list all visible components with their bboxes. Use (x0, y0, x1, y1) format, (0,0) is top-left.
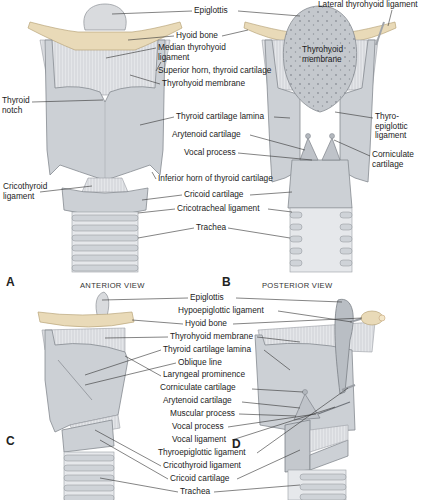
lateral-larynx (38, 292, 134, 500)
part-label: Cricoid cartilage (170, 474, 229, 484)
part-label: Corniculate cartilage (160, 383, 236, 393)
trachea-rings (300, 474, 346, 500)
cricoid-shape (288, 160, 352, 208)
ligament-shape (310, 425, 348, 452)
part-label: Trachea (180, 487, 210, 497)
trachea-shape (290, 208, 352, 272)
trachea-rings (72, 215, 138, 271)
cricoid-shape (62, 188, 148, 215)
ligament-shape (376, 22, 384, 45)
part-label: Vocal process (184, 148, 236, 158)
panel-letter: D (232, 438, 241, 452)
part-label: Thyrohyoid membrane (302, 45, 352, 64)
trachea-shape (72, 212, 138, 272)
part-label: Trachea (196, 223, 226, 233)
ligament-shape (342, 385, 355, 390)
hyoid-shape (38, 312, 134, 327)
part-label: Cricotracheal ligament (177, 204, 260, 214)
part-label: Epiglottis (194, 6, 228, 16)
part-label: Arytenoid cartilage (163, 396, 232, 406)
oblique-ridge (58, 360, 92, 400)
panel-letter: A (6, 276, 15, 290)
corniculate-shape (330, 134, 335, 139)
epiglottis-shape (283, 6, 356, 112)
part-label: Vocal process (172, 422, 224, 432)
part-label: Vocal ligament (172, 435, 226, 445)
part-label: Thyroid cartilage lamina (176, 112, 264, 122)
part-label: Thyro- epiglottic ligament (375, 112, 421, 141)
midline (105, 102, 106, 178)
part-label: Laryngeal prominence (163, 370, 245, 380)
trachea-rings (64, 455, 114, 500)
part-label: Cricoid cartilage (184, 190, 243, 200)
part-label: Thyroid notch (2, 96, 37, 115)
epiglottis-shape (335, 299, 353, 394)
vocal-cord (318, 402, 350, 414)
sagittal-larynx (255, 299, 385, 500)
thyroid-shape (45, 40, 165, 180)
view-title: ANTERIOR VIEW (80, 282, 145, 291)
part-label: Hyoid bone (176, 31, 218, 41)
leader-lines (32, 10, 392, 492)
part-label: Superior horn, thyroid cartilage (158, 66, 271, 76)
arytenoid-shape (300, 138, 318, 160)
part-label: Hypoepiglottic ligament (178, 306, 264, 316)
part-label: Thyrohyoid membrane (162, 79, 245, 89)
part-label: Cricothyroid ligament (3, 182, 51, 201)
part-label: Arytenoid cartilage (172, 130, 241, 140)
view-title: POSTERIOR VIEW (262, 282, 332, 291)
part-label: Oblique line (178, 358, 222, 368)
part-label: Epiglottis (190, 293, 224, 303)
cricoid-shape (285, 420, 310, 472)
part-label: Hyoid bone (185, 319, 227, 329)
part-label: Lateral thyrohyoid ligament (318, 0, 418, 10)
trachea-shape (64, 452, 114, 500)
part-label: Corniculate cartilage (372, 150, 422, 169)
part-label: Cricothyroid ligament (163, 461, 241, 471)
epiglottis-shape (84, 4, 126, 30)
hyoid-shape (379, 315, 385, 321)
part-label: Muscular process (170, 409, 235, 419)
corniculate-shape (303, 390, 308, 395)
part-label: Thyrohyoid membrane (170, 332, 253, 342)
ligament-shape (82, 178, 128, 192)
part-label: Thyroid cartilage lamina (163, 345, 251, 355)
corniculate-shape (306, 134, 311, 139)
part-label: Inferior horn of thyroid cartilage (158, 174, 273, 184)
posterior-larynx (244, 6, 396, 272)
panel-letter: B (222, 276, 231, 290)
trachea-rings (290, 212, 352, 266)
panel-letter: C (6, 435, 15, 449)
part-label: Median thyrohyoid ligament (158, 43, 233, 62)
